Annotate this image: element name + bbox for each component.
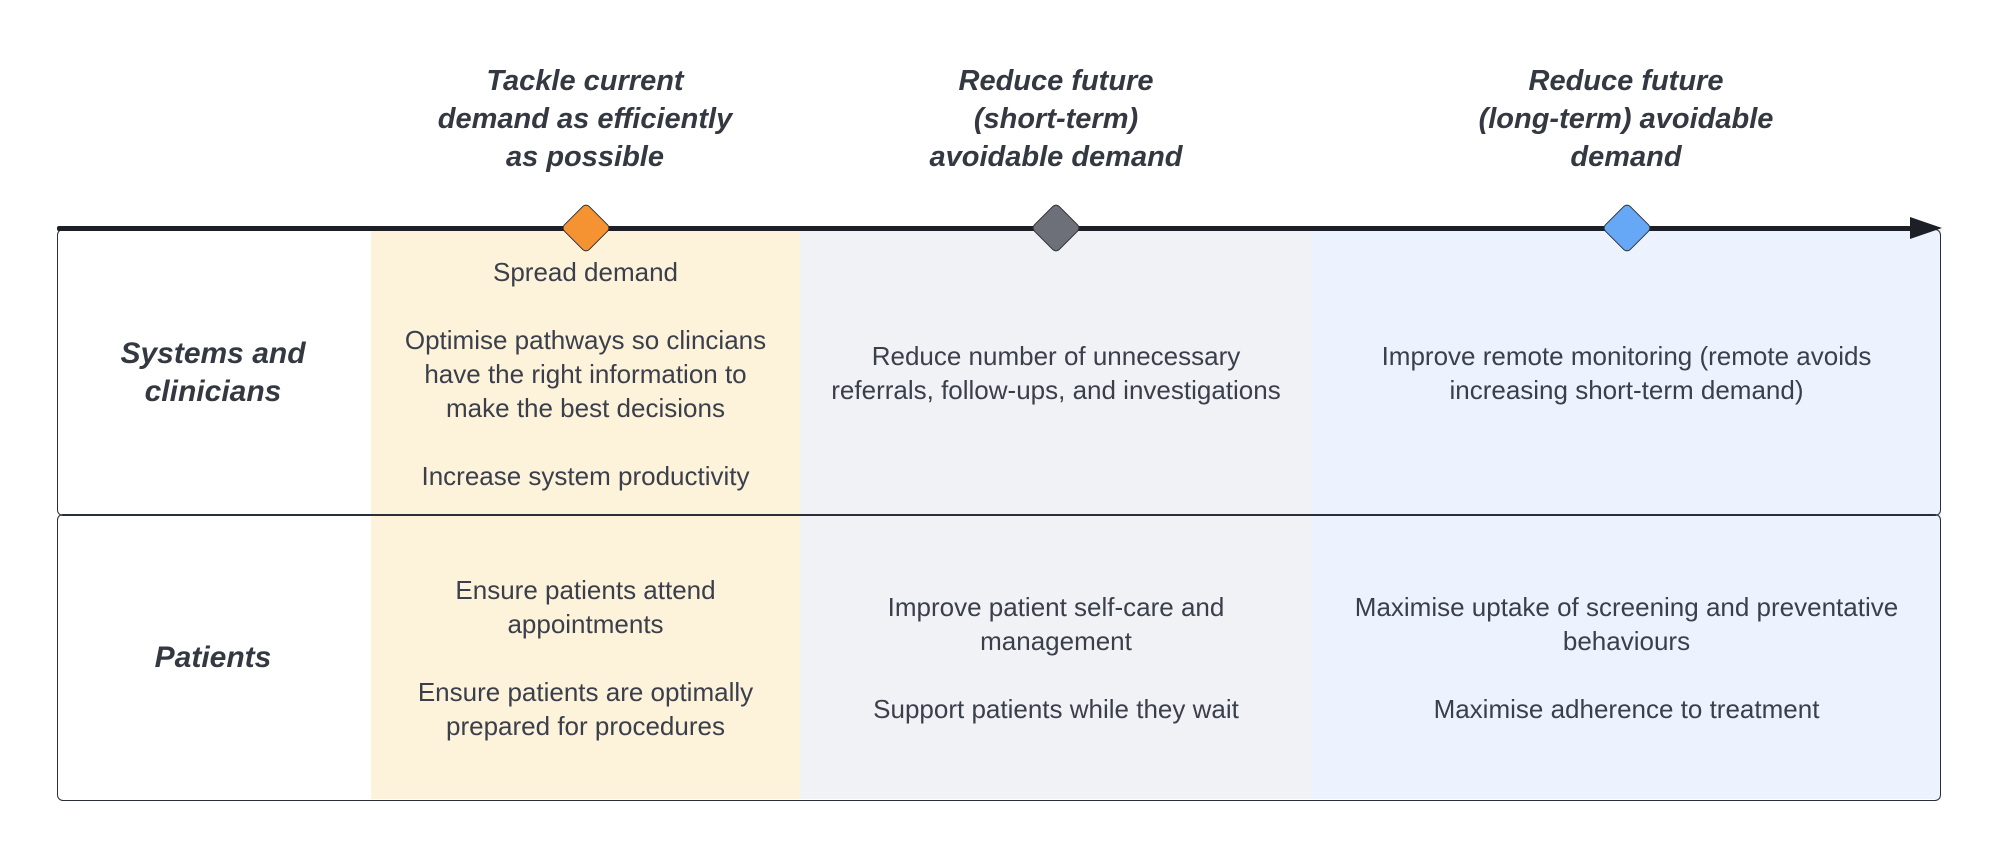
cell-item: Improve patient self-care and management bbox=[887, 591, 1225, 656]
column-title-short-term: Reduce future (short-term) avoidable dem… bbox=[929, 65, 1183, 173]
cell-item: Support patients while they wait bbox=[873, 693, 1239, 724]
row-frame-patients bbox=[57, 514, 1941, 801]
cell-item: Increase system productivity bbox=[421, 461, 750, 491]
timeline-axis bbox=[57, 226, 1917, 231]
cell-item: Optimise pathways so clincians have the … bbox=[404, 325, 767, 423]
cell-item: Ensure patients attend appointments bbox=[455, 574, 716, 639]
timeline-arrow-head bbox=[1910, 217, 1942, 239]
cell-item: Maximise adherence to treatment bbox=[1433, 693, 1820, 724]
cell-item: Improve remote monitoring (remote avoids… bbox=[1381, 340, 1872, 405]
cell-item: Ensure patients are optimally prepared f… bbox=[417, 676, 754, 741]
column-title-current: Tackle current demand as efficiently as … bbox=[437, 65, 733, 173]
cell-patients-current: Ensure patients attend appointments Ensu… bbox=[371, 514, 800, 801]
cell-item: Maximise uptake of screening and prevent… bbox=[1354, 591, 1899, 656]
cell-item: Reduce number of unnecessary referrals, … bbox=[831, 340, 1281, 405]
row-label-systems: Systems and clinicians bbox=[120, 336, 306, 408]
cell-patients-long-term: Maximise uptake of screening and prevent… bbox=[1312, 514, 1941, 801]
cell-systems-current: Spread demand Optimise pathways so clinc… bbox=[371, 244, 800, 504]
column-title-long-term: Reduce future (long-term) avoidable dema… bbox=[1478, 65, 1774, 173]
cell-systems-long-term: Improve remote monitoring (remote avoids… bbox=[1312, 229, 1941, 516]
cell-systems-short-term: Reduce number of unnecessary referrals, … bbox=[800, 229, 1312, 516]
row-label-patients: Patients bbox=[154, 640, 272, 674]
cell-item: Spread demand bbox=[492, 257, 679, 287]
cell-patients-short-term: Improve patient self-care and management… bbox=[800, 514, 1312, 801]
